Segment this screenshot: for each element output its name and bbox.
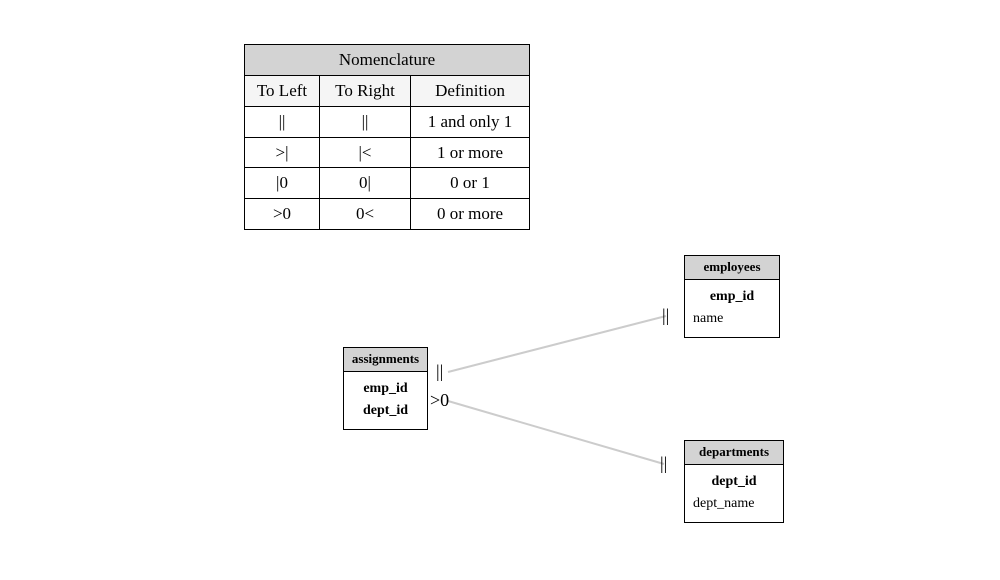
notation-definition: 1 and only 1 xyxy=(409,105,531,138)
table-row: >0 0< 0 or more xyxy=(244,198,531,231)
entity-assignments-title: assignments xyxy=(344,348,427,373)
entity-employees[interactable]: employees emp_id name xyxy=(684,255,780,338)
cardinality-marker-assignments-to-employees: || xyxy=(436,361,444,381)
nomenclature-title: Nomenclature xyxy=(243,44,531,76)
entity-assignments[interactable]: assignments emp_id dept_id xyxy=(343,347,428,430)
cardinality-marker-departments-end: || xyxy=(660,453,668,473)
cardinality-marker-assignments-to-departments: >0 xyxy=(430,390,450,410)
notation-to-right: |< xyxy=(319,136,411,169)
entity-departments-fields: dept_id dept_name xyxy=(685,465,783,521)
entity-employees-fields: emp_id name xyxy=(685,280,779,336)
field-dept-name: dept_name xyxy=(693,495,755,511)
nomenclature-header-row: To Left To Right Definition xyxy=(244,74,531,107)
entity-employees-title: employees xyxy=(685,256,779,281)
nomenclature-title-row: Nomenclature xyxy=(243,44,531,76)
table-row: |0 0| 0 or 1 xyxy=(244,167,531,200)
notation-to-left: |0 xyxy=(244,167,320,200)
field-dept-id: dept_id xyxy=(362,402,409,418)
notation-definition: 1 or more xyxy=(409,136,531,169)
column-header-definition: Definition xyxy=(409,74,531,107)
column-header-to-right: To Right xyxy=(319,74,411,107)
cardinality-marker-employees-end: || xyxy=(662,305,670,325)
table-row: >| |< 1 or more xyxy=(244,136,531,169)
table-row: || || 1 and only 1 xyxy=(244,105,531,138)
notation-to-right: 0< xyxy=(319,198,411,231)
edge-assignments-departments xyxy=(447,400,665,465)
entity-assignments-fields: emp_id dept_id xyxy=(344,372,427,428)
notation-to-left: >| xyxy=(244,136,320,169)
entity-departments[interactable]: departments dept_id dept_name xyxy=(684,440,784,523)
entity-departments-title: departments xyxy=(685,441,783,466)
nomenclature-table: Nomenclature To Left To Right Definition… xyxy=(243,44,531,231)
column-header-to-left: To Left xyxy=(244,74,320,107)
field-name: name xyxy=(693,310,724,326)
field-emp-id: emp_id xyxy=(709,289,755,305)
notation-to-right: || xyxy=(319,105,411,138)
notation-to-right: 0| xyxy=(319,167,411,200)
field-dept-id: dept_id xyxy=(711,474,757,490)
edge-assignments-employees xyxy=(447,315,667,373)
notation-to-left: >0 xyxy=(244,198,320,231)
field-emp-id: emp_id xyxy=(363,381,408,397)
notation-definition: 0 or more xyxy=(409,198,531,231)
notation-to-left: || xyxy=(244,105,320,138)
notation-definition: 0 or 1 xyxy=(409,167,531,200)
